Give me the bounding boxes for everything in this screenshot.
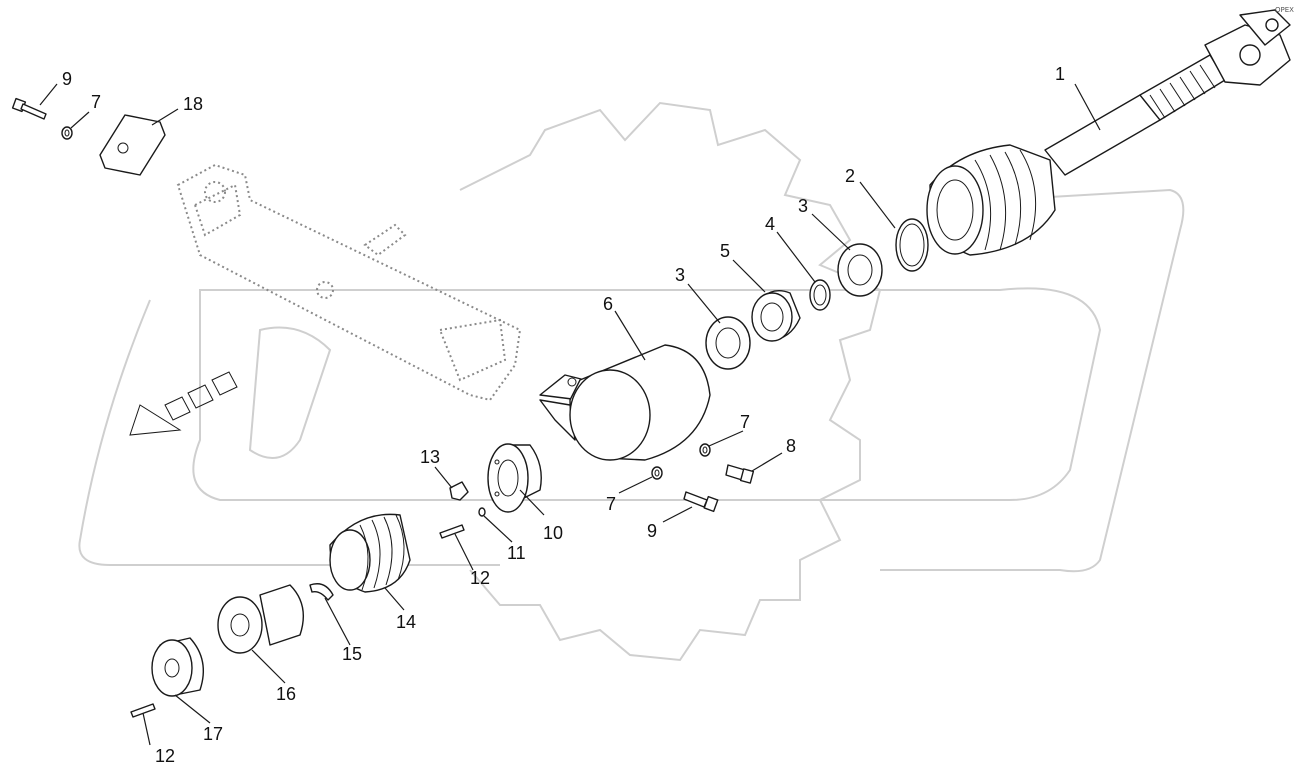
callout-10: 10 [543,523,563,543]
part-15-clip [309,583,334,601]
part-11-small-washer [478,507,486,517]
part-10-flange [487,443,542,513]
callout-6: 6 [603,294,613,314]
callout-8: 8 [786,436,796,456]
callout-9-mid: 9 [647,521,657,541]
callout-5: 5 [720,241,730,261]
callout-numbers: 1 2 3 3 4 5 6 7 7 7 8 9 9 10 11 12 12 13… [62,64,1065,766]
leader-lines [39,83,1101,746]
part-12-pin-bottom [130,703,156,718]
callout-11: 11 [507,543,526,563]
callout-14: 14 [396,612,416,632]
callout-7-low: 7 [606,494,616,514]
callout-12-mid: 12 [470,568,490,588]
part-18-block [99,114,166,176]
part-3-washer-left [705,316,751,370]
part-7-washer-top-left [61,126,73,140]
part-1-drive-shaft [926,9,1291,256]
part-12-pin-mid [439,524,465,539]
callout-15: 15 [342,644,362,664]
part-9-bolt-top-left [11,97,47,120]
part-7-washer-mid [699,443,711,457]
part-6-bearing-housing [539,344,711,461]
callout-12-bottom: 12 [155,746,175,766]
part-5-bearing [751,290,801,342]
part-3-washer-right [837,243,883,297]
part-7-washer-low [651,466,663,480]
callout-18: 18 [183,94,203,114]
callout-7-top-left: 7 [91,92,101,112]
callout-9-top-left: 9 [62,69,72,89]
direction-arrow-icon [129,371,238,436]
part-16-coupling [217,584,304,654]
callout-4: 4 [765,214,775,234]
part-9-bolt-mid [683,491,719,513]
corner-brand-mark: OPEX [1275,6,1294,14]
part-2-circlip [895,218,929,272]
part-8-bolt [725,464,755,484]
callout-2: 2 [845,166,855,186]
opex-watermark [78,101,1185,662]
part-13-plate [449,481,469,501]
callout-13: 13 [420,447,440,467]
callout-17: 17 [203,724,223,744]
callout-7-mid: 7 [740,412,750,432]
part-4-snap-ring [809,279,831,311]
callout-3-right: 3 [798,196,808,216]
part-17-hub [151,637,204,697]
callout-16: 16 [276,684,296,704]
part-14-spring [329,513,411,593]
callout-3-left: 3 [675,265,685,285]
callout-1: 1 [1055,64,1065,84]
ghost-housing [176,163,522,402]
